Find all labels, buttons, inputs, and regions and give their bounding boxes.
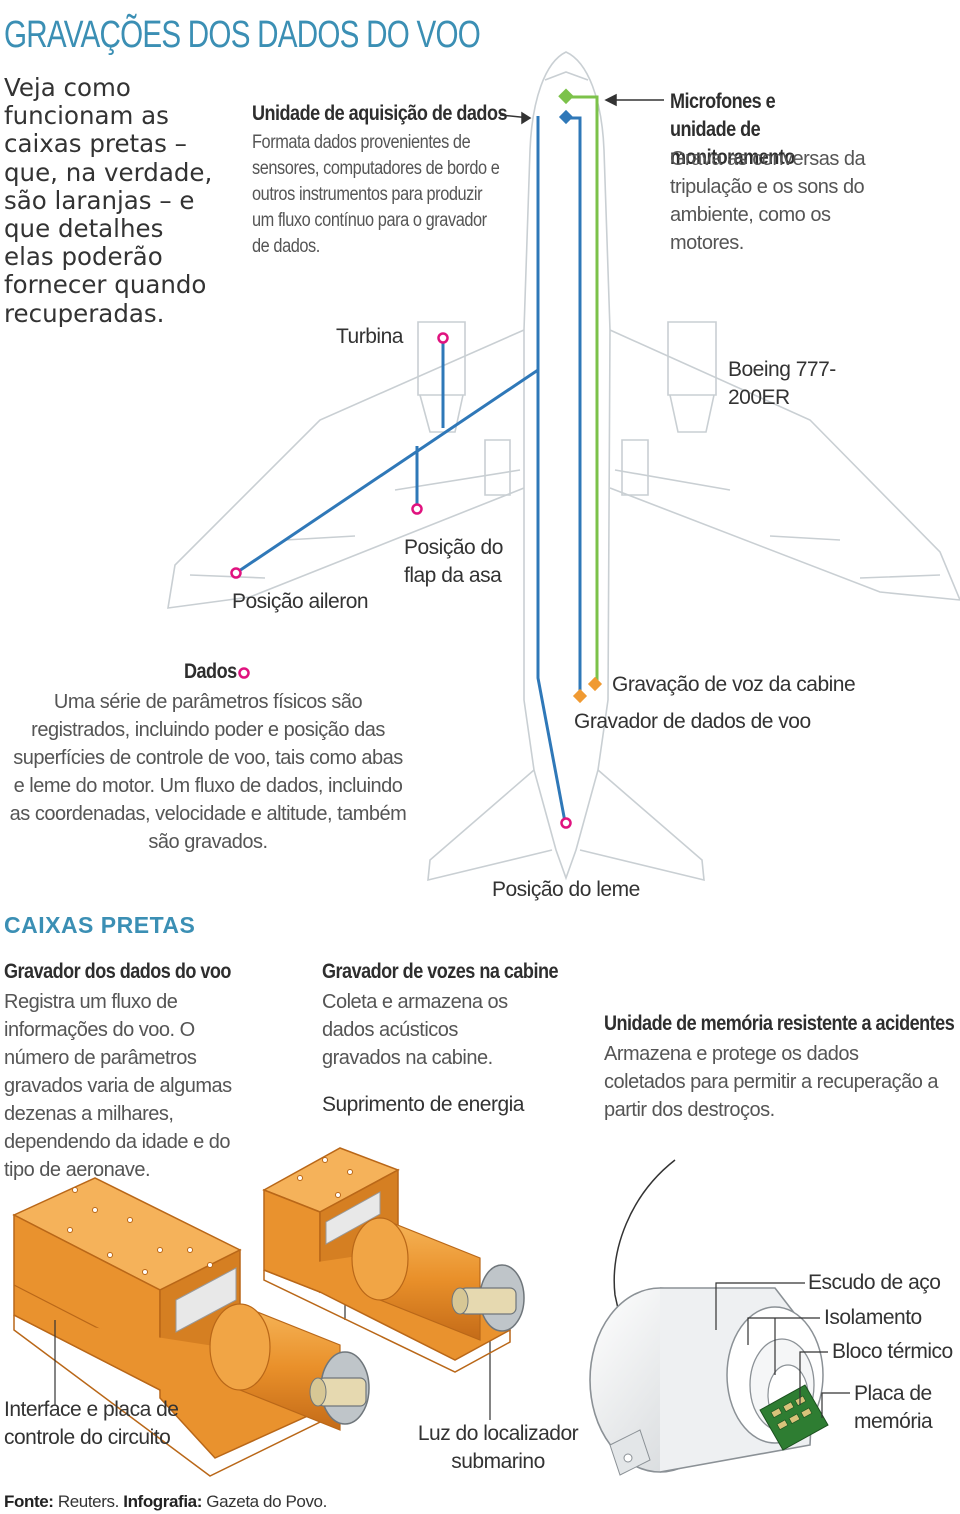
interface-label: Interface e placa de controle do circuit… bbox=[4, 1398, 179, 1449]
dados-title: Dados bbox=[184, 660, 237, 683]
sensor-aileron bbox=[230, 567, 242, 579]
microphone-unit-marker bbox=[558, 88, 574, 105]
daq-to-fdr-line bbox=[566, 116, 582, 694]
fdr-box-illustration bbox=[12, 1177, 491, 1477]
source-value: Reuters. bbox=[57, 1492, 119, 1511]
fdr-box-text: Registra um fluxo de informações do voo.… bbox=[4, 991, 232, 1181]
cvr-box-title: Gravador de vozes na cabine bbox=[322, 960, 559, 983]
wing-data-line bbox=[235, 368, 539, 575]
daq-text: Formata dados provenientes de sensores, … bbox=[252, 132, 500, 257]
flap-label: Posição do flap da asa bbox=[404, 536, 503, 587]
power-supply-label: Suprimento de energia bbox=[322, 1093, 524, 1116]
page-title: GRAVAÇÕES DOS DADOS DO VOO bbox=[4, 14, 481, 56]
sensor-legend bbox=[238, 667, 250, 679]
insulation-label: Isolamento bbox=[824, 1306, 922, 1329]
memory-unit-illustration bbox=[589, 1159, 850, 1476]
mic-text: Grava as conversas da tripulação e os so… bbox=[670, 148, 866, 254]
thermal-block-label: Bloco térmico bbox=[832, 1340, 953, 1363]
daq-unit-marker bbox=[558, 109, 574, 125]
credit-label: Infografia: bbox=[123, 1492, 202, 1511]
sensor-turbina bbox=[437, 332, 449, 344]
aileron-label: Posição aileron bbox=[232, 590, 369, 613]
beacon-label: Luz do localizador submarino bbox=[417, 1422, 579, 1473]
leme-label: Posição do leme bbox=[492, 878, 640, 901]
footer-credits: Fonte: Reuters. Infografia: Gazeta do Po… bbox=[4, 1492, 327, 1512]
voice-wiring bbox=[566, 95, 599, 684]
fdr-trunk-line bbox=[536, 116, 567, 823]
sensor-leme bbox=[560, 817, 572, 829]
fdr-box-title: Gravador dos dados do voo bbox=[4, 960, 231, 983]
steel-shield-label: Escudo de aço bbox=[808, 1271, 941, 1294]
turbina-label: Turbina bbox=[336, 325, 403, 348]
section-title: CAIXAS PRETAS bbox=[4, 912, 196, 938]
cvr-box-text: Coleta e armazena os dados acústicos gra… bbox=[322, 991, 508, 1069]
credit-value: Gazeta do Povo. bbox=[206, 1492, 327, 1511]
sensor-flap bbox=[411, 503, 423, 515]
mic-pointer bbox=[521, 93, 664, 125]
fdr-marker bbox=[572, 688, 588, 704]
cvr-box-illustration bbox=[262, 1147, 525, 1373]
cvr-marker bbox=[587, 676, 603, 692]
mic-title: Microfones e unidade de monitoramento bbox=[670, 90, 795, 169]
boeing-label: Boeing 777-200ER bbox=[728, 358, 836, 409]
daq-title: Unidade de aquisição de dados bbox=[252, 102, 508, 125]
memory-unit-text: Armazena e protege os dados coletados pa… bbox=[604, 1043, 939, 1121]
dados-text: Uma série de parâmetros físicos são regi… bbox=[9, 691, 407, 853]
memory-board-label: Placa de memória bbox=[854, 1382, 933, 1433]
memory-unit-title: Unidade de memória resistente a acidente… bbox=[604, 1012, 955, 1035]
fdr-label: Gravador de dados de voo bbox=[574, 710, 811, 733]
data-wiring bbox=[235, 114, 582, 823]
intro-text: Veja como funcionam as caixas pretas – q… bbox=[4, 73, 213, 328]
cvr-label: Gravação de voz da cabine bbox=[612, 673, 856, 696]
source-label: Fonte: bbox=[4, 1492, 54, 1511]
